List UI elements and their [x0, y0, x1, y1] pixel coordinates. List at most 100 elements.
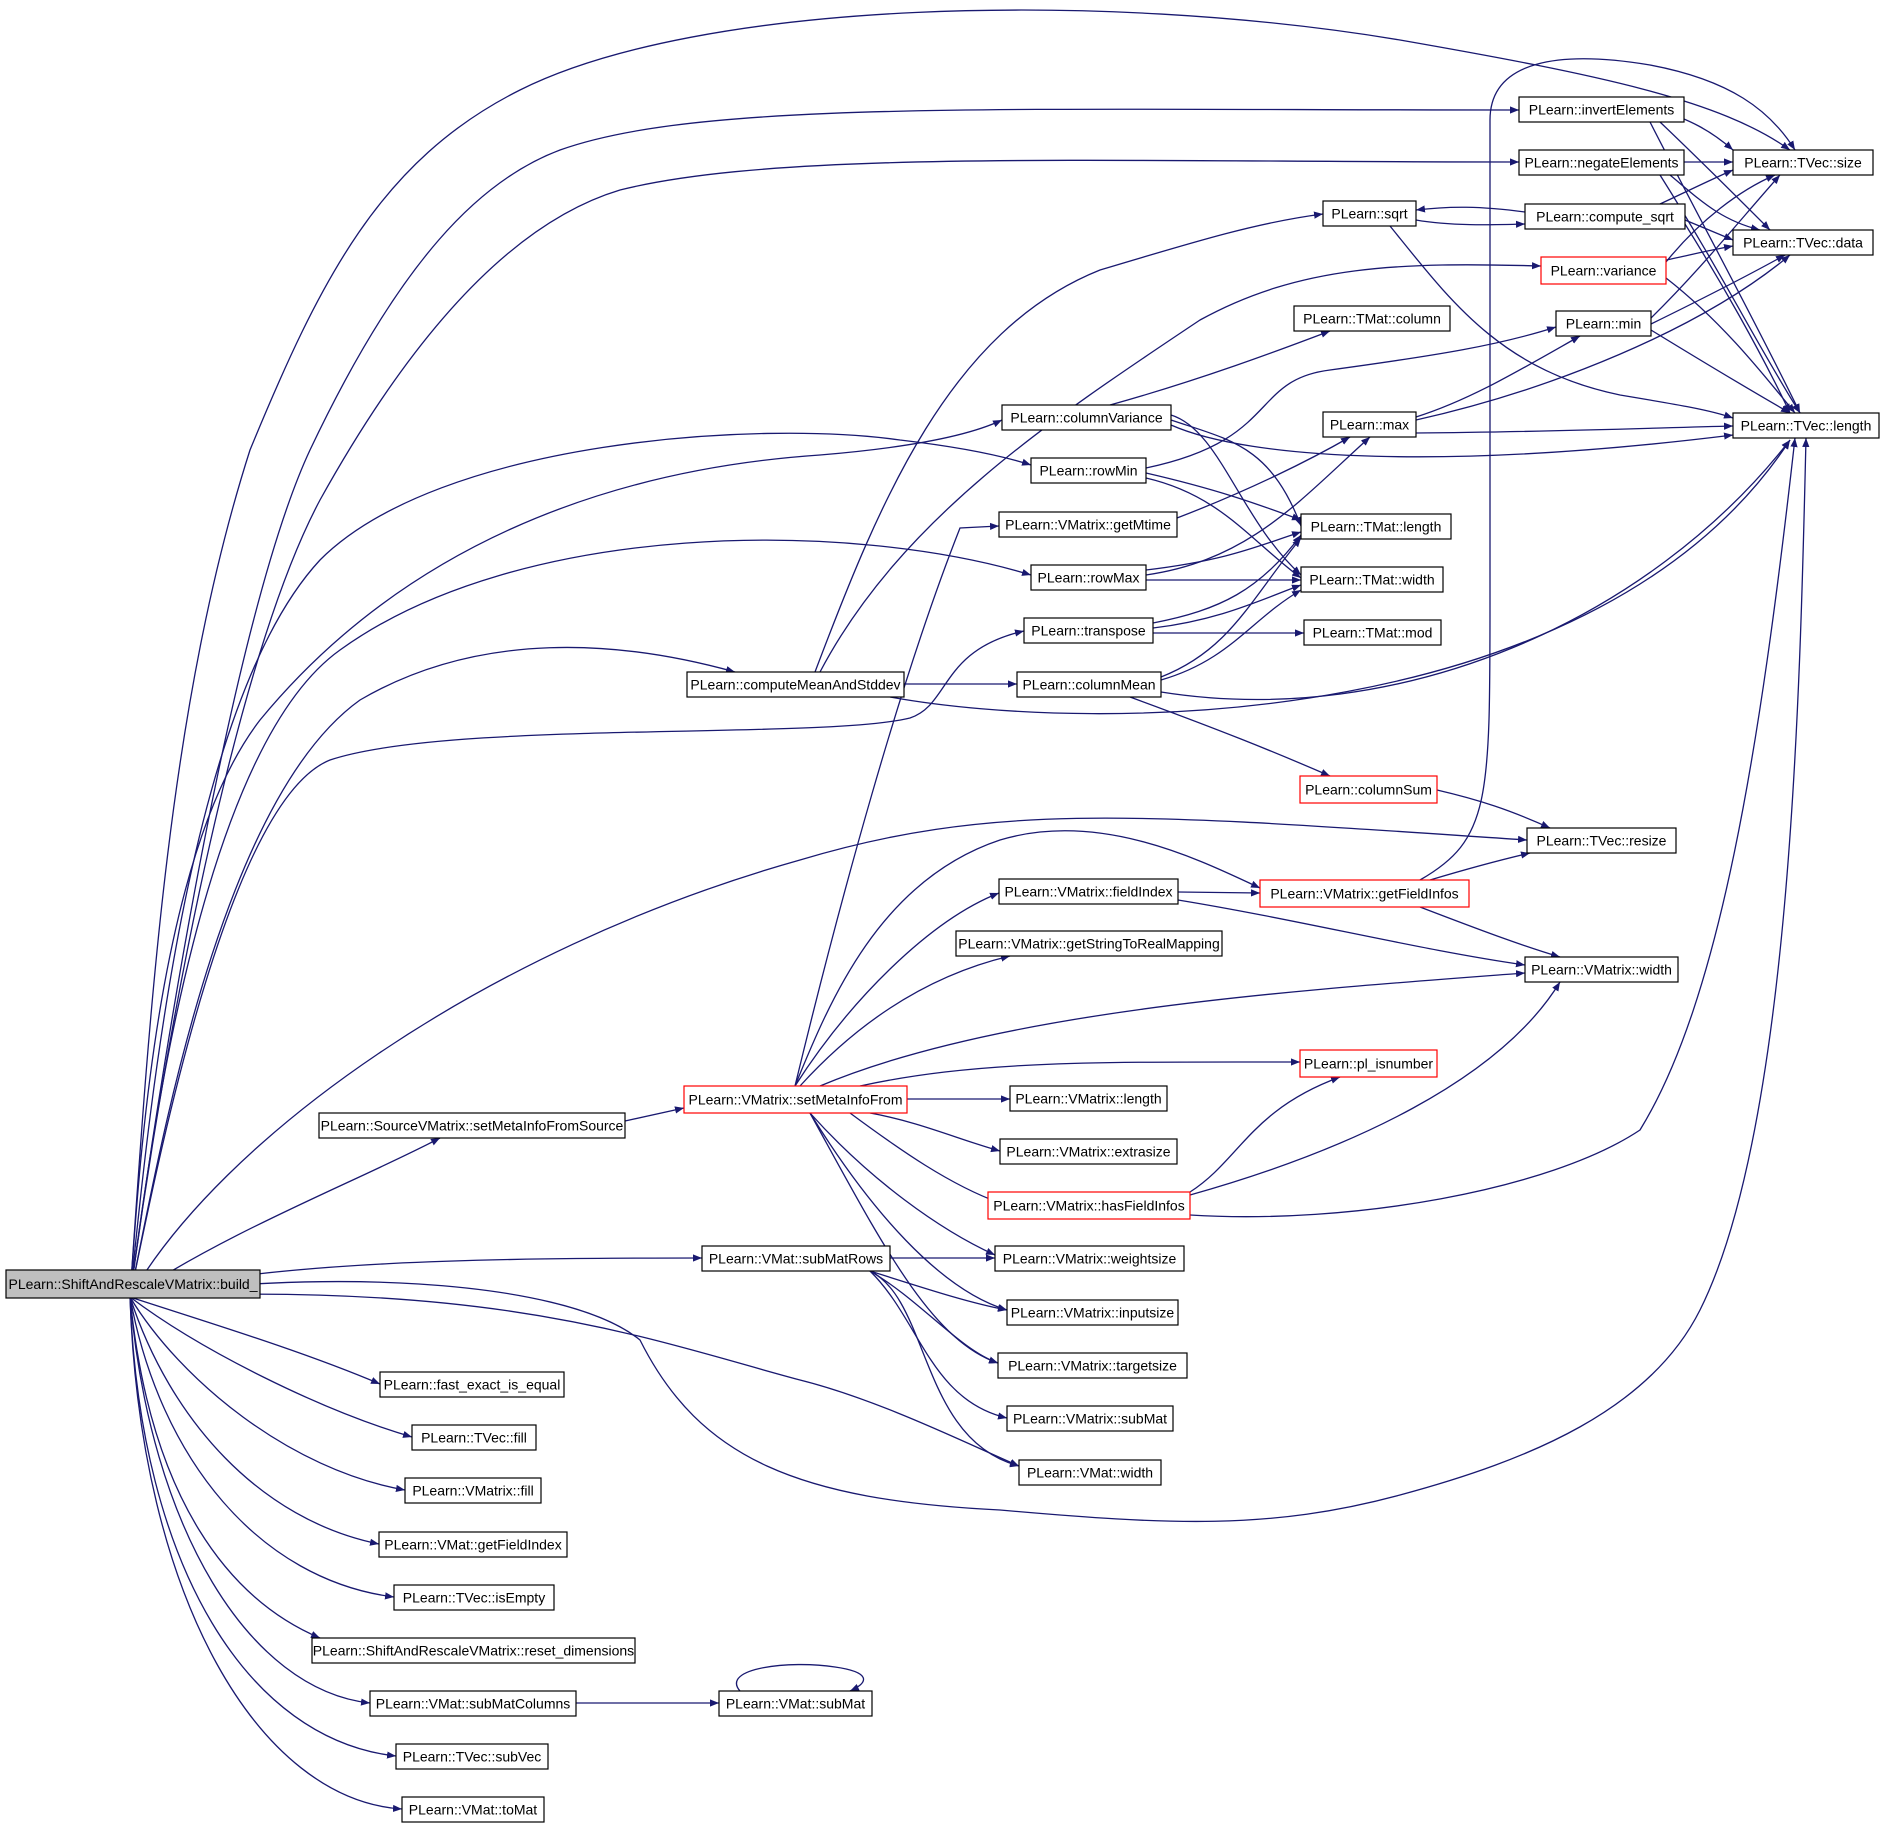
edge-columnsum-to-tvec-resize [1436, 789, 1551, 829]
node-pl-isnumber[interactable]: PLearn::pl_isnumber [1299, 1049, 1438, 1078]
node-vmatrix-fill[interactable]: PLearn::VMatrix::fill [404, 1477, 542, 1504]
edge-setmetainfofrom-to-getfieldinfos [794, 830, 1261, 1087]
node-label-vmatrix-length: PLearn::VMatrix::length [1015, 1091, 1161, 1107]
node-box-weightsize [994, 1245, 1185, 1272]
edge-compute-sqrt-to-sqrt [1415, 205, 1526, 213]
node-label-set-meta-info-from-source: PLearn::SourceVMatrix::setMetaInfoFromSo… [321, 1118, 624, 1134]
node-vmatrix-width[interactable]: PLearn::VMatrix::width [1524, 956, 1679, 983]
edge-root-to-reset-dimensions [129, 1296, 321, 1639]
node-label-pl-isnumber: PLearn::pl_isnumber [1304, 1056, 1434, 1072]
node-field-index[interactable]: PLearn::VMatrix::fieldIndex [998, 878, 1179, 905]
node-tvec-data[interactable]: PLearn::TVec::data [1732, 229, 1874, 256]
node-box-compute-mean-and-stddev [686, 671, 905, 698]
node-box-sub-mat-rows [701, 1245, 891, 1272]
node-label-tmat-width: PLearn::TMat::width [1309, 572, 1434, 588]
node-box-tmat-mod [1303, 619, 1442, 646]
node-label-is-empty: PLearn::TVec::isEmpty [403, 1590, 545, 1606]
node-root[interactable]: PLearn::ShiftAndRescaleVMatrix::build_ [5, 1269, 261, 1299]
node-targetsize[interactable]: PLearn::VMatrix::targetsize [997, 1352, 1188, 1379]
node-has-field-infos[interactable]: PLearn::VMatrix::hasFieldInfos [987, 1191, 1191, 1220]
node-sub-mat-rows[interactable]: PLearn::VMat::subMatRows [701, 1245, 891, 1272]
edge-rowmax-to-max [1145, 436, 1371, 576]
node-sub-vec[interactable]: PLearn::TVec::subVec [395, 1743, 549, 1770]
node-tmat-column[interactable]: PLearn::TMat::column [1293, 305, 1451, 332]
edge-submatrows-to-targetsize [869, 1270, 999, 1364]
node-set-meta-info-from-source[interactable]: PLearn::SourceVMatrix::setMetaInfoFromSo… [318, 1112, 626, 1139]
node-get-field-infos[interactable]: PLearn::VMatrix::getFieldInfos [1259, 879, 1470, 908]
edge-setmetainfofrom-to-getstringtorealmapping [799, 954, 1011, 1087]
edge-min-to-tvec-length [1650, 329, 1791, 414]
node-get-mtime[interactable]: PLearn::VMatrix::getMtime [998, 511, 1178, 538]
edge-rowmin-to-tmat-length [1145, 472, 1302, 521]
node-transpose[interactable]: PLearn::transpose [1023, 617, 1154, 644]
node-variance[interactable]: PLearn::variance [1540, 256, 1667, 285]
node-get-string-to-real-mapping[interactable]: PLearn::VMatrix::getStringToRealMapping [955, 930, 1223, 957]
node-label-get-string-to-real-mapping: PLearn::VMatrix::getStringToRealMapping [958, 936, 1219, 952]
edge-columnvariance-to-tmat-width [1170, 414, 1302, 576]
node-label-sub-mat-rows: PLearn::VMat::subMatRows [709, 1251, 883, 1267]
node-row-max[interactable]: PLearn::rowMax [1030, 564, 1147, 591]
node-vmat-sub-mat[interactable]: PLearn::VMat::subMat [718, 1690, 873, 1717]
edge-hasfieldinfos-to-vmatrix-width [1189, 981, 1561, 1196]
node-tvec-fill[interactable]: PLearn::TVec::fill [411, 1424, 537, 1451]
edge-rowmin-to-tmat-width [1145, 477, 1302, 579]
node-vmatrix-length[interactable]: PLearn::VMatrix::length [1009, 1085, 1168, 1112]
node-tvec-size[interactable]: PLearn::TVec::size [1732, 149, 1874, 176]
node-column-sum[interactable]: PLearn::columnSum [1299, 775, 1438, 804]
node-reset-dimensions[interactable]: PLearn::ShiftAndRescaleVMatrix::reset_di… [311, 1637, 636, 1664]
node-box-column-variance [1001, 404, 1172, 431]
node-vmat-width[interactable]: PLearn::VMat::width [1018, 1459, 1162, 1486]
node-weightsize[interactable]: PLearn::VMatrix::weightsize [994, 1245, 1185, 1272]
edge-setmetainfofromsource-to-setmetainfofrom [624, 1106, 685, 1122]
node-is-empty[interactable]: PLearn::TVec::isEmpty [393, 1584, 555, 1611]
node-box-tmat-column [1293, 305, 1451, 332]
node-set-meta-info-from[interactable]: PLearn::VMatrix::setMetaInfoFrom [683, 1085, 908, 1114]
node-box-sub-mat-columns [369, 1690, 577, 1717]
node-vmatrix-sub-mat[interactable]: PLearn::VMatrix::subMat [1006, 1405, 1174, 1432]
node-box-field-index [998, 878, 1179, 905]
node-invert-elements[interactable]: PLearn::invertElements [1518, 96, 1685, 123]
edge-root-to-tomat [129, 1296, 403, 1813]
node-inputsize[interactable]: PLearn::VMatrix::inputsize [1006, 1299, 1179, 1326]
node-min[interactable]: PLearn::min [1555, 310, 1652, 337]
node-compute-mean-and-stddev[interactable]: PLearn::computeMeanAndStddev [686, 671, 905, 698]
edge-computemeanandstddev-to-sqrt [814, 211, 1324, 673]
node-box-extrasize [999, 1138, 1178, 1165]
node-label-max: PLearn::max [1330, 417, 1409, 433]
node-tvec-length[interactable]: PLearn::TVec::length [1732, 412, 1880, 439]
node-get-field-index[interactable]: PLearn::VMat::getFieldIndex [378, 1531, 568, 1558]
edge-columnmean-to-tmat-length [1160, 537, 1302, 678]
node-tmat-length[interactable]: PLearn::TMat::length [1300, 513, 1452, 540]
node-box-column-sum [1299, 775, 1438, 804]
node-label-has-field-infos: PLearn::VMatrix::hasFieldInfos [993, 1198, 1184, 1214]
node-negate-elements[interactable]: PLearn::negateElements [1518, 149, 1685, 176]
edge-variance-to-tvec-size [1665, 174, 1776, 263]
edge-setmetainfofrom-to-vmatrix-width [819, 970, 1526, 1087]
node-box-tmat-length [1300, 513, 1452, 540]
node-box-tvec-data [1732, 229, 1874, 256]
node-tvec-resize[interactable]: PLearn::TVec::resize [1526, 827, 1677, 854]
node-box-column-mean [1016, 671, 1162, 698]
node-box-fast-exact-is-equal [379, 1371, 565, 1398]
node-sub-mat-columns[interactable]: PLearn::VMat::subMatColumns [369, 1690, 577, 1717]
node-tmat-mod[interactable]: PLearn::TMat::mod [1303, 619, 1442, 646]
node-box-vmatrix-length [1009, 1085, 1168, 1112]
edge-compute-sqrt-to-tvec-size [1659, 169, 1734, 205]
node-extrasize[interactable]: PLearn::VMatrix::extrasize [999, 1138, 1178, 1165]
edge-fieldindex-to-getfieldinfos [1177, 889, 1261, 897]
node-fast-exact-is-equal[interactable]: PLearn::fast_exact_is_equal [379, 1371, 565, 1398]
node-max[interactable]: PLearn::max [1322, 411, 1417, 438]
node-to-mat[interactable]: PLearn::VMat::toMat [401, 1796, 545, 1823]
node-label-field-index: PLearn::VMatrix::fieldIndex [1004, 884, 1172, 900]
node-box-get-mtime [998, 511, 1178, 538]
node-box-variance [1540, 256, 1667, 285]
node-row-min[interactable]: PLearn::rowMin [1030, 457, 1147, 484]
node-tmat-width[interactable]: PLearn::TMat::width [1300, 566, 1444, 593]
edge-columnvariance-to-tmat-column [1109, 330, 1331, 406]
node-sqrt[interactable]: PLearn::sqrt [1322, 200, 1417, 227]
node-column-mean[interactable]: PLearn::columnMean [1016, 671, 1162, 698]
edge-setmetainfofrom-to-getmtime [794, 522, 1000, 1087]
node-compute-sqrt[interactable]: PLearn::compute_sqrt [1524, 203, 1686, 230]
node-column-variance[interactable]: PLearn::columnVariance [1001, 404, 1172, 431]
